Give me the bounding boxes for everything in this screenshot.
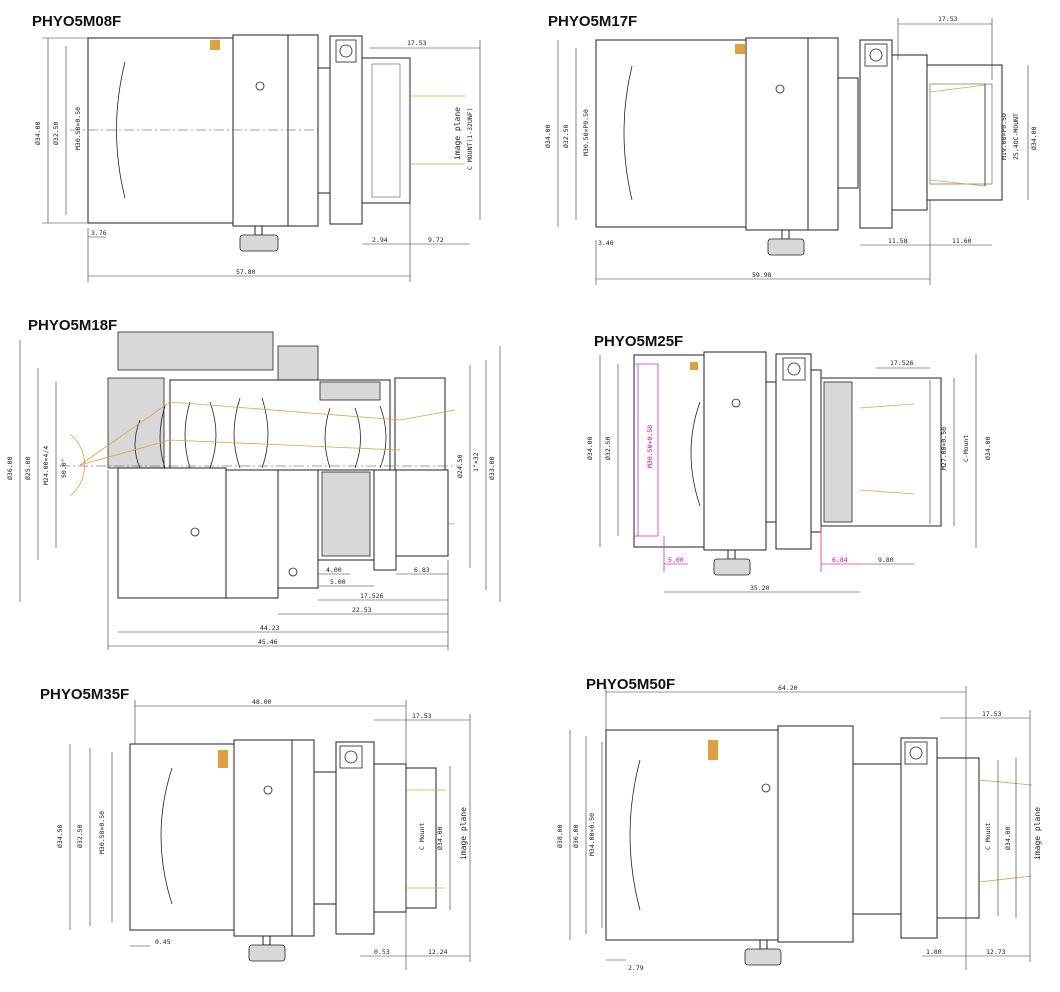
- dim-flange: 17.53: [407, 39, 427, 47]
- drawing-phyo5m50f: PHYO5M50F 64.20 17.53 Ø38.00 Ø36.00 M34.…: [530, 670, 1060, 992]
- dim-back-focus: 9.72: [428, 236, 444, 244]
- dim-back-focus: 11.60: [952, 237, 972, 245]
- dim-mount: C Mount: [418, 823, 426, 850]
- lens-outline-drawing: Ø34.00 Ø32.50 M30.50×P0.50 17.53 M19.00×…: [544, 15, 1038, 285]
- dim-diameter-inner: Ø36.00: [572, 824, 580, 848]
- dim-diameter-outer: Ø34.50: [56, 824, 64, 848]
- dim-diameter-outer: Ø34.00: [544, 124, 552, 148]
- dim-top-length: 64.20: [778, 684, 798, 692]
- dim-diameter-outer: Ø36.00: [6, 456, 14, 480]
- dim-thread: M30.50×P0.50: [582, 109, 590, 156]
- dim-front-offset: 3.40: [598, 239, 614, 247]
- dim-mount-offset: 0.53: [374, 948, 390, 956]
- lens-section-drawing: Ø36.00 Ø25.00 M24.00×4/4 50.0° Ø24.50 1"…: [6, 331, 501, 650]
- dim-front-offset: 0.45: [155, 938, 171, 946]
- drawing-title: PHYO5M08F: [32, 13, 122, 30]
- dim-diameter-inner: Ø32.50: [76, 824, 84, 848]
- dim-mount: C-Mount: [962, 435, 970, 462]
- dim-total-length: 59.98: [752, 271, 772, 279]
- dim-mount: C Mount: [984, 823, 992, 850]
- drawing-phyo5m25f: PHYO5M25F Ø34.00 Ø32.50 M30.50: [530, 310, 1060, 660]
- drawing-phyo5m35f: PHYO5M35F 48.00 17.53 Ø34.50 Ø32.50 M30.…: [0, 670, 530, 992]
- dim-diameter-outer: Ø34.00: [586, 436, 594, 460]
- drawing-phyo5m18f: PHYO5M18F: [0, 310, 530, 660]
- dim-flange: 17.526: [360, 592, 384, 600]
- drawing-title: PHYO5M18F: [28, 317, 118, 334]
- label-image-plane: image plane: [1033, 807, 1042, 860]
- lens-outline-drawing: Ø34.00 Ø32.50 M30.50×0.50 17.53 C MOUNT(…: [34, 34, 481, 282]
- dim-b: 5.00: [330, 578, 346, 586]
- dim-diameter-inner: Ø32.50: [52, 121, 60, 145]
- dim-f: 44.23: [260, 624, 280, 632]
- drawing-title: PHYO5M50F: [586, 676, 676, 693]
- dim-thread-rear: 1"×32: [472, 452, 480, 472]
- dim-front-offset: 3.76: [91, 229, 107, 237]
- label-image-plane: image plane: [453, 107, 462, 160]
- drawing-title: PHYO5M35F: [40, 686, 130, 703]
- dim-front-offset: 5.00: [668, 556, 684, 564]
- dim-field-angle: 50.0°: [60, 458, 68, 478]
- lens-outline-drawing: 64.20 17.53 Ø38.00 Ø36.00 M34.00×0.50 C …: [556, 684, 1042, 972]
- dim-mount: C MOUNT(1-32UNF): [466, 107, 474, 170]
- drawing-phyo5m08f: PHYO5M08F Ø34.00 Ø32.50 M30.50×0.50 17.5…: [0, 0, 530, 300]
- dim-total-length: 57.80: [236, 268, 256, 276]
- dim-diameter-rear: Ø24.50: [456, 454, 464, 478]
- dim-flange: 17.53: [412, 712, 432, 720]
- dim-diameter-inner: Ø32.50: [604, 436, 612, 460]
- dim-thread: M30.50×0.50: [98, 811, 106, 854]
- dim-back-focus: 12.24: [428, 948, 448, 956]
- dim-diameter-outer: Ø34.00: [34, 121, 42, 145]
- dim-back-focus: 9.80: [878, 556, 894, 564]
- dim-mount: 25.4OC-MOUNT: [1012, 113, 1020, 160]
- dim-diameter-rear: Ø34.00: [436, 826, 444, 850]
- dim-flange: 17.53: [938, 15, 958, 23]
- drawing-phyo5m17f: PHYO5M17F Ø34.00 Ø32.50 M30.50×P0.50 17.…: [530, 0, 1060, 300]
- dim-top-length: 48.00: [252, 698, 272, 706]
- lens-outline-drawing: 48.00 17.53 Ø34.50 Ø32.50 M30.50×0.50 C …: [56, 698, 471, 970]
- dim-diameter-front: Ø25.00: [24, 456, 32, 480]
- dim-thread-rear: M27.00×0.50: [940, 427, 948, 470]
- dim-back-focus: 12.73: [986, 948, 1006, 956]
- dim-mount-offset: 1.80: [926, 948, 942, 956]
- dim-mount-offset: 11.58: [888, 237, 908, 245]
- dim-flange: 17.53: [982, 710, 1002, 718]
- dim-mount-offset: 6.84: [832, 556, 848, 564]
- dim-thread-rear: M19.00×P0.50: [1000, 113, 1008, 160]
- dim-c: 6.83: [414, 566, 430, 574]
- dim-diameter-mount: Ø33.00: [488, 456, 496, 480]
- lens-outline-drawing: Ø34.00 Ø32.50 M30.50×0.50 17.526 M27.00×…: [586, 351, 992, 593]
- dim-flange: 17.526: [890, 359, 914, 367]
- dim-a: 4.00: [326, 566, 342, 574]
- dim-diameter-rear: Ø34.00: [984, 436, 992, 460]
- dim-front-offset: 2.79: [628, 964, 644, 972]
- dim-e: 22.53: [352, 606, 372, 614]
- drawing-title: PHYO5M17F: [548, 13, 638, 30]
- dim-thread: M24.00×4/4: [42, 446, 50, 485]
- dim-mount-offset: 2.94: [372, 236, 388, 244]
- dim-total-length: 35.20: [750, 584, 770, 592]
- dim-diameter-outer: Ø38.00: [556, 824, 564, 848]
- label-image-plane: image plane: [459, 807, 468, 860]
- dim-thread: M30.50×0.50: [74, 107, 82, 150]
- dim-diameter-inner: Ø32.50: [562, 124, 570, 148]
- dim-thread: M34.00×0.50: [588, 813, 596, 856]
- dim-diameter-rear: Ø34.00: [1004, 826, 1012, 850]
- dim-total-length: 45.46: [258, 638, 278, 646]
- dim-diameter-rear: Ø34.00: [1030, 126, 1038, 150]
- drawing-title: PHYO5M25F: [594, 333, 684, 350]
- dim-thread: M30.50×0.50: [646, 425, 654, 468]
